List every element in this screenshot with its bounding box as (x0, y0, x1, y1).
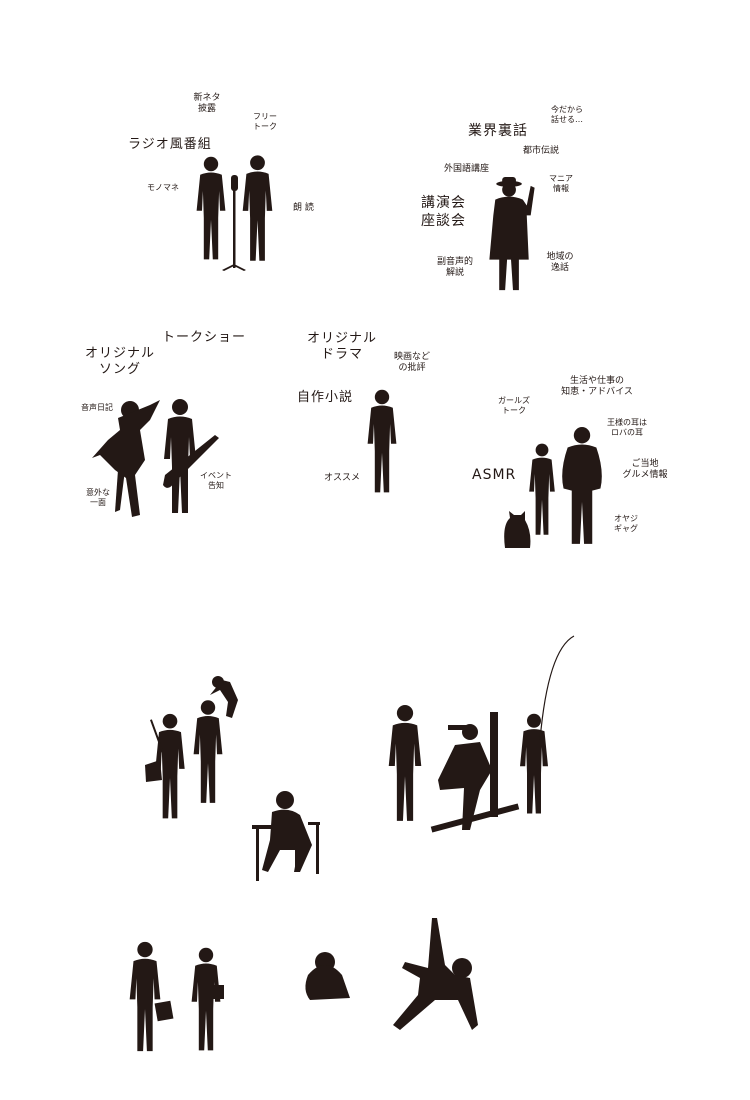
label-line: マニア (549, 174, 573, 183)
label-line: グルメ情報 (622, 470, 668, 481)
label-novel: 自作小説 (297, 390, 354, 405)
label-asmr: ASMR (472, 467, 517, 483)
runner-silhouette (388, 705, 422, 821)
label-line: の批評 (398, 363, 426, 374)
angler-silhouette (520, 635, 575, 814)
label-line: ロバの耳 (611, 428, 643, 437)
label-language-course: 外国語講座 (444, 164, 490, 174)
label-local-stories: 地域の 逸話 (546, 252, 573, 275)
suit-man-left-silhouette (196, 156, 226, 260)
microphone-stand-icon (222, 175, 246, 271)
label-line: 地域の (546, 252, 574, 262)
cat-silhouette (504, 511, 531, 548)
label-line: 逸話 (550, 263, 570, 274)
woman-with-bag-silhouette (145, 713, 185, 819)
hat-man-silhouette (489, 176, 535, 291)
label-film-review: 映画など の批評 (394, 352, 430, 375)
sitting-hugging-knees-silhouette (305, 952, 350, 1000)
label-line: オリジナル (84, 346, 156, 361)
businessman-walking-silhouette (129, 941, 174, 1052)
label-line: 一面 (90, 498, 106, 507)
label-line: 生活や仕事の (569, 376, 625, 386)
label-line: 座談会 (421, 212, 466, 229)
label-line: 新ネタ (193, 93, 221, 103)
label-secret: 王様の耳は ロバの耳 (607, 418, 647, 438)
label-line: トーク (253, 122, 277, 131)
label-line: 今だから (551, 105, 583, 114)
label-line: 副音声的 (436, 257, 474, 267)
label-line: 告知 (208, 481, 224, 490)
label-girls-talk: ガールズ トーク (498, 396, 530, 416)
label-line: 映画など (393, 352, 431, 362)
arms-crossed-man-silhouette (367, 389, 397, 493)
dancer-silhouette (393, 918, 478, 1030)
label-line: トーク (502, 406, 526, 415)
label-dad-jokes: オヤジ ギャグ (614, 514, 638, 534)
label-line: 意外な (86, 488, 110, 497)
label-line: 話せる… (551, 115, 583, 124)
label-commentary: 副音声的 解説 (437, 257, 473, 280)
label-recommend: オススメ (324, 473, 361, 483)
student-at-desk-silhouette (252, 791, 320, 881)
label-now-can-tell: 今だから 話せる… (551, 105, 583, 125)
label-audio-diary: 音声日記 (81, 403, 113, 412)
label-line: 披露 (197, 104, 217, 115)
label-line: 解説 (445, 268, 465, 279)
suit-man-right-silhouette (242, 155, 273, 261)
label-unexpected-side: 意外な 一面 (86, 488, 110, 508)
guitarist-silhouette (163, 399, 219, 513)
label-line: ガールズ (498, 396, 530, 405)
label-line: 王様の耳は (607, 418, 647, 427)
label-line: イベント (200, 471, 232, 480)
woman-silhouette (529, 443, 555, 535)
label-event-notice: イベント 告知 (200, 471, 232, 491)
label-mania-info: マニア 情報 (549, 174, 573, 194)
label-line: フリー (253, 112, 277, 121)
label-original-song: オリジナル ソング (85, 346, 155, 379)
label-line: 講演会 (421, 195, 466, 211)
label-local-gourmet: ご当地 グルメ情報 (622, 459, 667, 482)
woman-walking-silhouette (191, 947, 224, 1051)
label-impressions: モノマネ (147, 183, 179, 192)
label-line: オリジナル (306, 331, 378, 346)
label-urban-legends: 都市伝説 (523, 146, 560, 156)
label-lectures: 講演会 座談会 (421, 195, 466, 230)
label-free-talk: フリー トーク (253, 112, 277, 132)
label-reading: 朗 読 (293, 203, 314, 213)
large-man-silhouette (562, 427, 602, 544)
label-line: オヤジ (614, 514, 638, 523)
label-line: ギャグ (614, 524, 638, 533)
label-line: ご当地 (631, 459, 659, 469)
label-line: 情報 (553, 184, 569, 193)
weight-training-silhouette (430, 712, 520, 833)
label-line: ソング (98, 362, 142, 378)
label-line: ドラマ (320, 347, 364, 363)
label-radio-show: ラジオ風番組 (128, 137, 212, 152)
label-life-tips: 生活や仕事の 知恵・アドバイス (561, 376, 633, 399)
label-industry-secrets: 業界裏話 (468, 123, 528, 139)
parent-lifting-child-silhouette (193, 676, 238, 803)
label-original-drama: オリジナル ドラマ (307, 331, 377, 364)
label-new-material: 新ネタ 披露 (193, 93, 220, 116)
label-talk-show: トークショー (162, 330, 247, 345)
anime-girl-silhouette (92, 400, 160, 517)
label-line: 知恵・アドバイス (561, 387, 633, 398)
